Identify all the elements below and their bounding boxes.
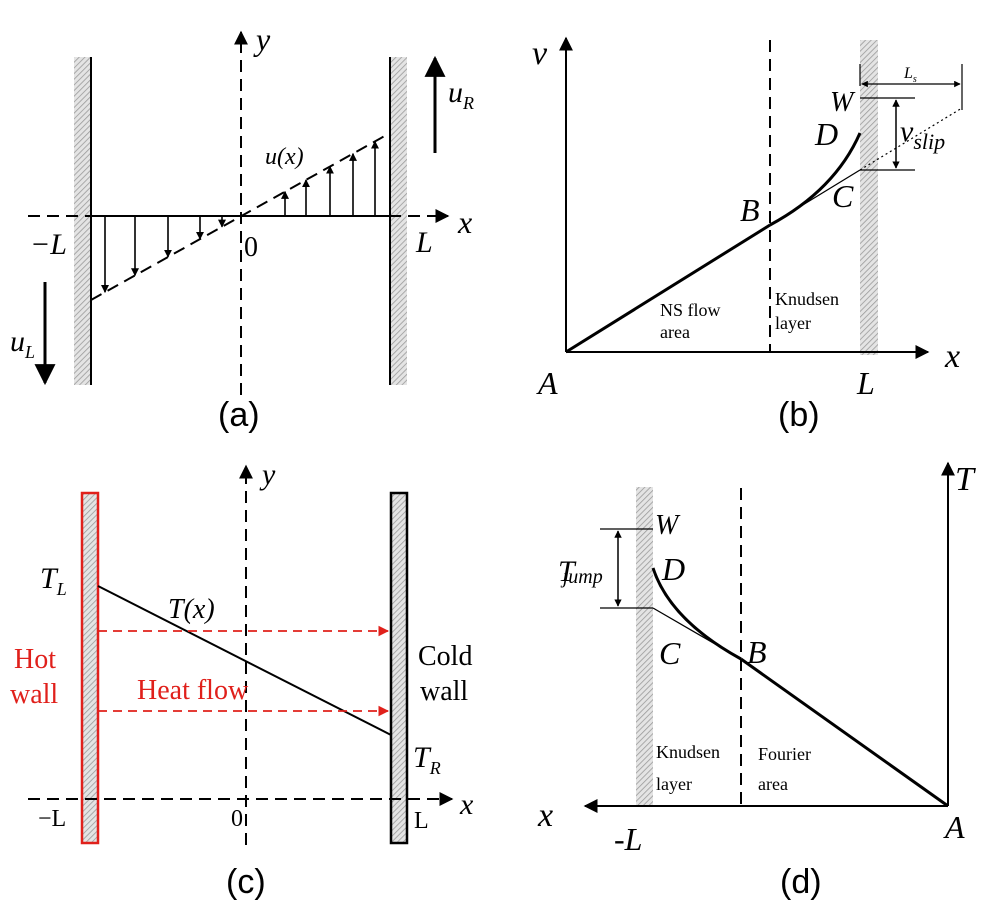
neg-L-label: −L [38,806,66,832]
right-wall [390,57,407,385]
B-label: B [747,634,767,670]
neg-L-label: -L [614,821,642,857]
ns-linear-profile [565,223,771,354]
uL-label: uL [10,325,35,362]
pos-L-label: L [414,808,429,834]
knudsen-curve [651,567,742,661]
W-label: W [830,87,856,118]
hot-wall [80,491,100,845]
Ls-label: Ls [903,65,917,85]
A-label: A [943,809,965,845]
TR-label: TR [413,741,441,778]
velocity-profile-line [90,132,391,301]
knudsen-curve [769,132,862,227]
velocity-arrows [101,140,379,293]
panel-a: x y −L 0 L u(x) uR uL (a) [10,21,474,434]
panel-c-label: (c) [226,863,266,901]
Tjump-label: Tjump [558,555,603,588]
temperature-profile [97,585,392,736]
y-axis-label: y [253,21,271,57]
uR-label: uR [448,76,474,113]
vslip-label: vslip [900,115,945,154]
neg-L-label: −L [30,228,67,261]
x-axis-label: x [944,338,960,375]
left-wall [74,57,91,385]
panel-d-label: (d) [780,863,822,901]
D-label: D [814,116,838,152]
x-axis-label: x [537,797,553,834]
C-label: C [659,635,681,671]
y-axis-label: y [259,458,276,491]
origin-label: 0 [244,232,258,263]
fourier-linear-profile [740,657,949,808]
C-label: C [832,178,854,214]
A-label: A [536,365,558,401]
cold-wall [389,491,409,845]
panel-b-label: (b) [778,396,820,434]
x-axis-label: x [457,204,472,240]
heat-flow-label: Heat flow [137,675,249,706]
pos-L-label: L [415,226,433,259]
profile-label: T(x) [168,594,215,625]
panel-a-label: (a) [218,396,260,434]
D-label: D [661,551,685,587]
wall [860,40,878,355]
profile-label: u(x) [265,144,304,170]
v-axis-label: v [532,35,548,72]
L-label: L [856,365,875,401]
T-axis-label: T [955,461,976,498]
x-axis-label: x [459,788,474,821]
W-label: W [655,510,681,541]
B-label: B [740,192,760,228]
TL-label: TL [40,562,67,599]
wall [636,487,653,807]
origin-label: 0 [231,806,243,832]
